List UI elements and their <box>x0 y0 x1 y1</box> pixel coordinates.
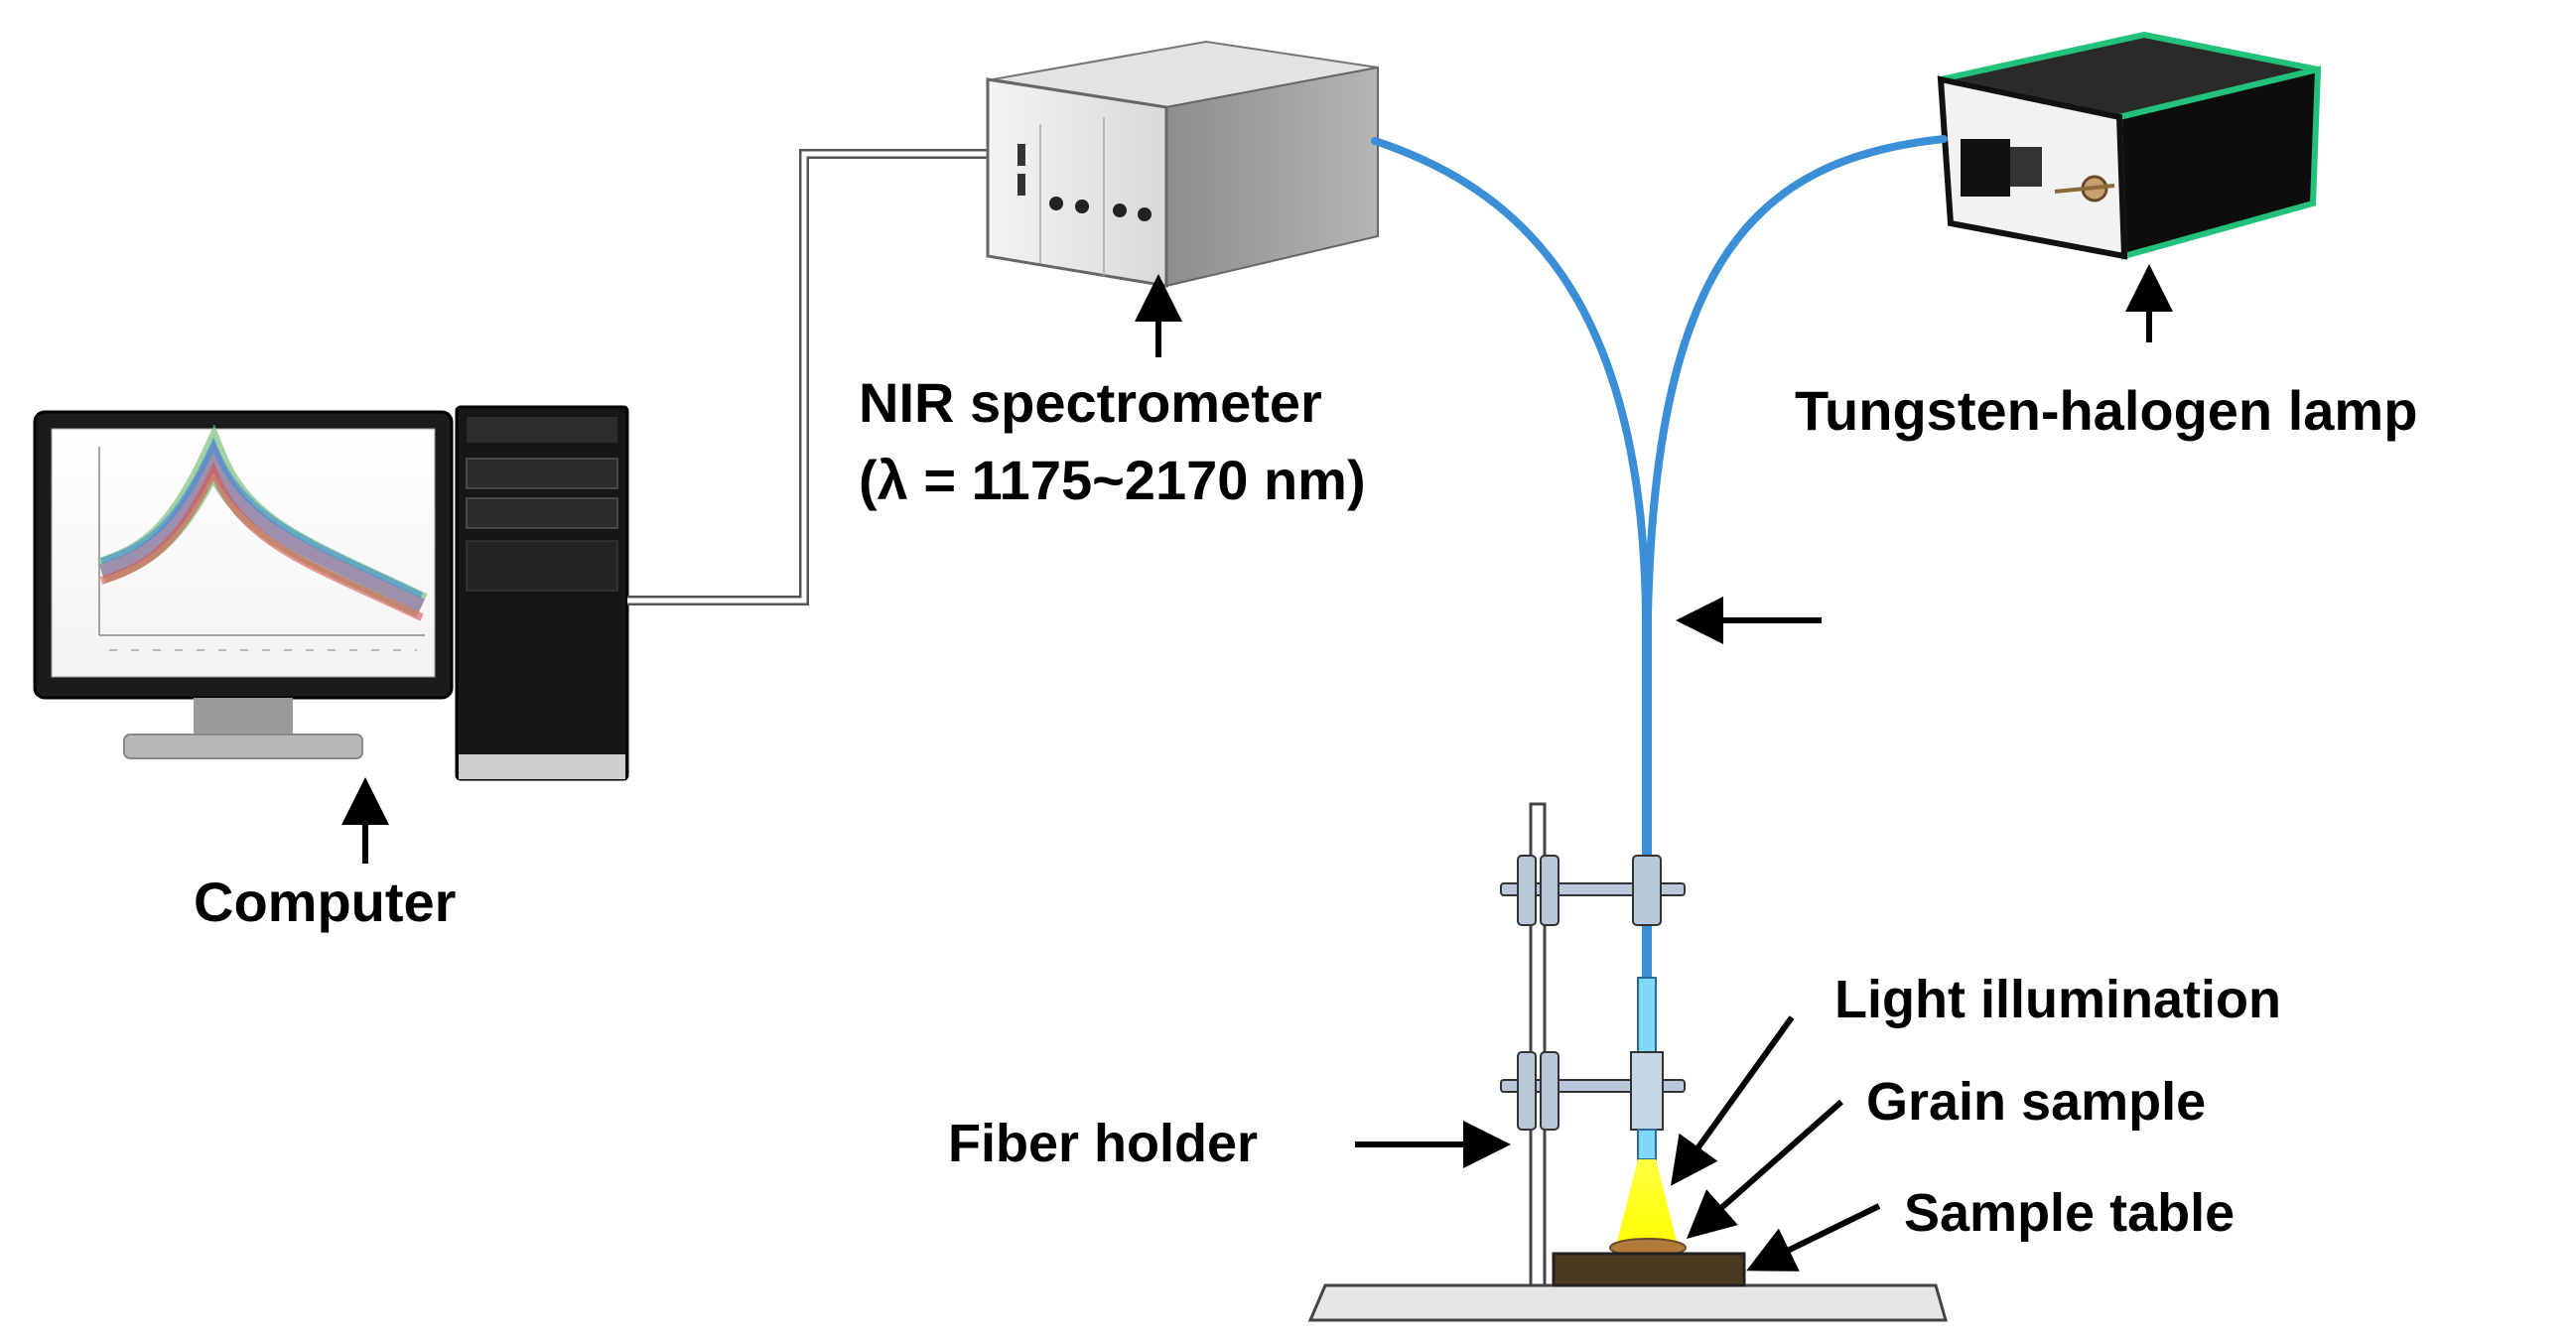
monitor <box>33 410 454 759</box>
fiber-holder-stand <box>1307 802 1948 1322</box>
upper-clamp <box>1500 855 1686 926</box>
pc-tower <box>455 405 629 781</box>
computer <box>33 405 629 781</box>
sample-table <box>1552 1252 1746 1287</box>
nir-spectrometer <box>986 40 1379 288</box>
label-computer: Computer <box>194 871 456 933</box>
arrows <box>341 264 2173 1272</box>
fiber-probe <box>1630 977 1664 1160</box>
label-sample-table: Sample table <box>1904 1183 2235 1243</box>
label-fiber-holder: Fiber holder <box>948 1114 1258 1173</box>
arrow-light-illumination <box>1670 1015 1795 1186</box>
arrow-sample-table <box>1746 1203 1881 1272</box>
label-spectrometer-line1: NIR spectrometer <box>859 371 1322 434</box>
labels: NIR spectrometer (λ = 1175~2170 nm) Tung… <box>194 371 2417 1243</box>
base-plate <box>1307 1283 1948 1322</box>
data-cable <box>627 149 993 605</box>
label-light-illumination: Light illumination <box>1834 970 2281 1029</box>
spectra-plot-thumbnail <box>96 424 428 651</box>
arrow-grain-sample <box>1687 1099 1843 1239</box>
label-grain-sample: Grain sample <box>1866 1072 2206 1132</box>
label-lamp: Tungsten-halogen lamp <box>1795 379 2417 442</box>
optical-fiber-bundle <box>1371 135 1948 978</box>
label-spectrometer-line2: (λ = 1175~2170 nm) <box>859 449 1366 511</box>
tungsten-halogen-lamp <box>1937 31 2322 260</box>
light-cone <box>1616 1159 1678 1246</box>
